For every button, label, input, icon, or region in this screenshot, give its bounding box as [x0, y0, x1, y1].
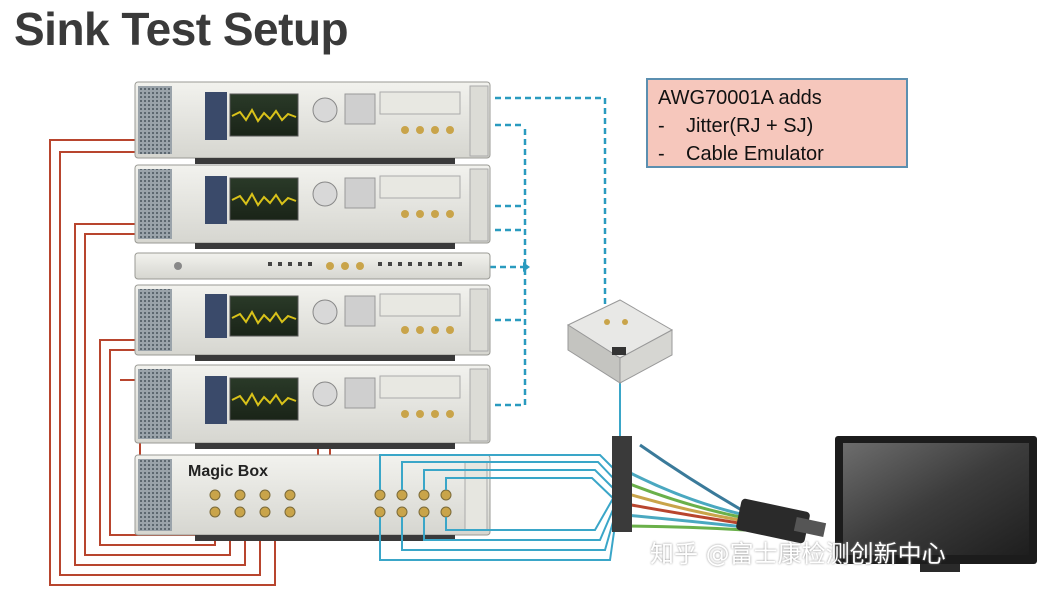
blue-cable — [423, 469, 616, 491]
blue-cable — [379, 517, 616, 561]
switch-unit — [134, 252, 491, 280]
blue-cable — [423, 504, 616, 541]
switch-ports — [268, 262, 462, 266]
watermark: 知乎 @富士康检测创新中心 — [650, 540, 946, 568]
magic-box-connectors — [209, 489, 452, 518]
callout-bullet: - — [658, 143, 665, 165]
blue-cable — [445, 494, 616, 531]
test-fixture-box — [566, 299, 674, 384]
callout-item: - Jitter(RJ + SJ) — [658, 112, 896, 140]
tv-display — [835, 436, 1037, 572]
callout-item: - Cable Emulator — [658, 140, 896, 168]
awg-instrument-1 — [134, 81, 491, 164]
arrow-head — [523, 262, 530, 272]
hdmi-connector — [736, 498, 827, 544]
awg-instrument-2 — [134, 164, 491, 249]
awg-instrument-4 — [134, 364, 491, 449]
callout-item-text: Cable Emulator — [686, 143, 824, 165]
blue-cable — [445, 477, 616, 501]
dashed-line — [495, 125, 527, 407]
blue-cable — [401, 461, 616, 490]
awg-callout: AWG70001A adds - Jitter(RJ + SJ) - Cable… — [646, 78, 908, 168]
blue-cable — [401, 514, 616, 551]
callout-bullet: - — [658, 115, 665, 137]
blue-cable — [379, 454, 616, 490]
callout-item-text: Jitter(RJ + SJ) — [686, 115, 814, 137]
awg-instrument-3 — [134, 284, 491, 361]
cable-bundle — [612, 436, 746, 532]
page-title: Sink Test Setup — [14, 3, 349, 55]
blue-cable-group — [379, 382, 621, 561]
callout-heading: AWG70001A adds — [658, 87, 822, 109]
magic-box-label: Magic Box — [188, 463, 268, 480]
dashed-signal-lines — [490, 96, 607, 407]
dashed-line — [495, 96, 607, 312]
